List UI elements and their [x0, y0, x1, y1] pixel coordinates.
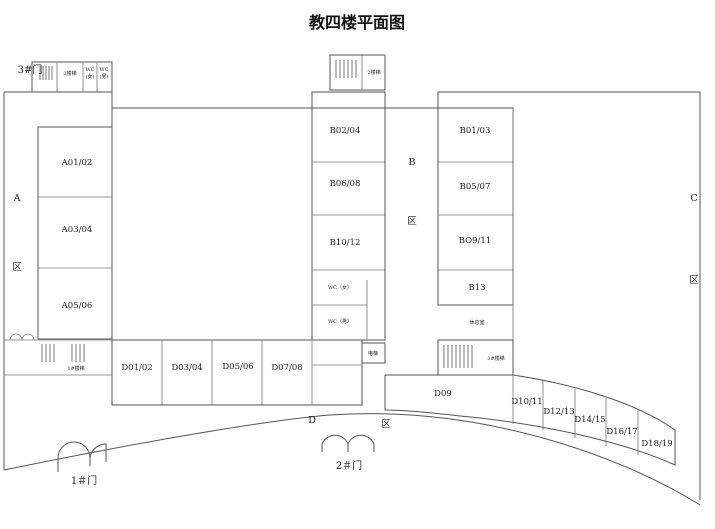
room-d1617: D16/17	[606, 427, 637, 437]
page-title: 教四楼平面图	[309, 13, 405, 32]
top-mid-stair-label: 2楼梯	[367, 69, 380, 76]
gate-3-label: 3#门	[18, 63, 43, 76]
outer-wall-bottom	[3, 413, 701, 506]
top-wc-sub-label: (女)	[86, 73, 95, 80]
room-wc-women: WC（女）	[328, 284, 352, 291]
right-stair-label: 3#楼梯	[487, 355, 504, 362]
top-wc2-sub-label: (男)	[100, 73, 109, 80]
zone-d-qu: 区	[381, 419, 391, 430]
top-mid-stair-block	[329, 54, 386, 91]
zone-c-qu: 区	[689, 275, 699, 286]
room-d1011: D10/11	[511, 397, 542, 407]
room-a0506: A05/06	[61, 301, 93, 311]
top-wc2-label: WC	[100, 67, 109, 73]
outer-wall-top	[4, 91, 701, 500]
d-east-block	[384, 374, 676, 466]
central-hall	[111, 107, 363, 406]
room-b0911: BO9/11	[459, 236, 491, 246]
room-a0304: A03/04	[61, 225, 93, 235]
room-d09: D09	[434, 389, 452, 399]
room-b0507: B05/07	[460, 182, 491, 192]
top-left-stair-icon	[39, 66, 53, 80]
room-elevator: 电梯	[368, 350, 378, 357]
room-d1415: D14/15	[574, 415, 605, 425]
gate-2-label: 2＃门	[336, 459, 362, 472]
zone-d-letter: D	[308, 415, 316, 426]
room-d1819: D18/19	[641, 439, 672, 449]
right-stair-icon	[443, 345, 473, 368]
room-b13: B13	[468, 283, 485, 293]
room-d1213: D12/13	[543, 407, 574, 417]
zone-b-letter: B	[409, 157, 416, 168]
room-b0608: B06/08	[330, 179, 361, 189]
room-b0103: B01/03	[460, 126, 491, 136]
b-left-block	[311, 107, 386, 364]
room-wc-men: WC（男）	[328, 319, 352, 325]
zone-b-qu: 区	[407, 216, 417, 227]
room-b1012: B10/12	[330, 238, 361, 248]
zone-c-letter: C	[690, 193, 697, 204]
gate-2-door-icon	[321, 434, 375, 452]
left-stair-icon	[41, 344, 85, 362]
zone-a-qu: 区	[12, 262, 22, 273]
top-mid-stair-icon	[335, 60, 357, 78]
room-d0102: D01/02	[121, 363, 152, 373]
room-b0204: B02/04	[330, 126, 361, 136]
room-a0102: A01/02	[61, 158, 93, 168]
top-left-stair-label: 3楼梯	[63, 70, 76, 77]
room-d0708: D07/08	[271, 363, 302, 373]
left-stair-label: 1#楼梯	[67, 365, 84, 372]
gate-1-label: 1＃门	[71, 474, 97, 487]
gate-1-door-icon	[57, 441, 107, 472]
room-d0304: D03/04	[171, 363, 202, 373]
room-rest: 休息室	[469, 319, 484, 326]
top-wc-label: WC	[86, 67, 95, 73]
zone-a-letter: A	[13, 193, 21, 204]
room-d0506: D05/06	[222, 362, 253, 372]
